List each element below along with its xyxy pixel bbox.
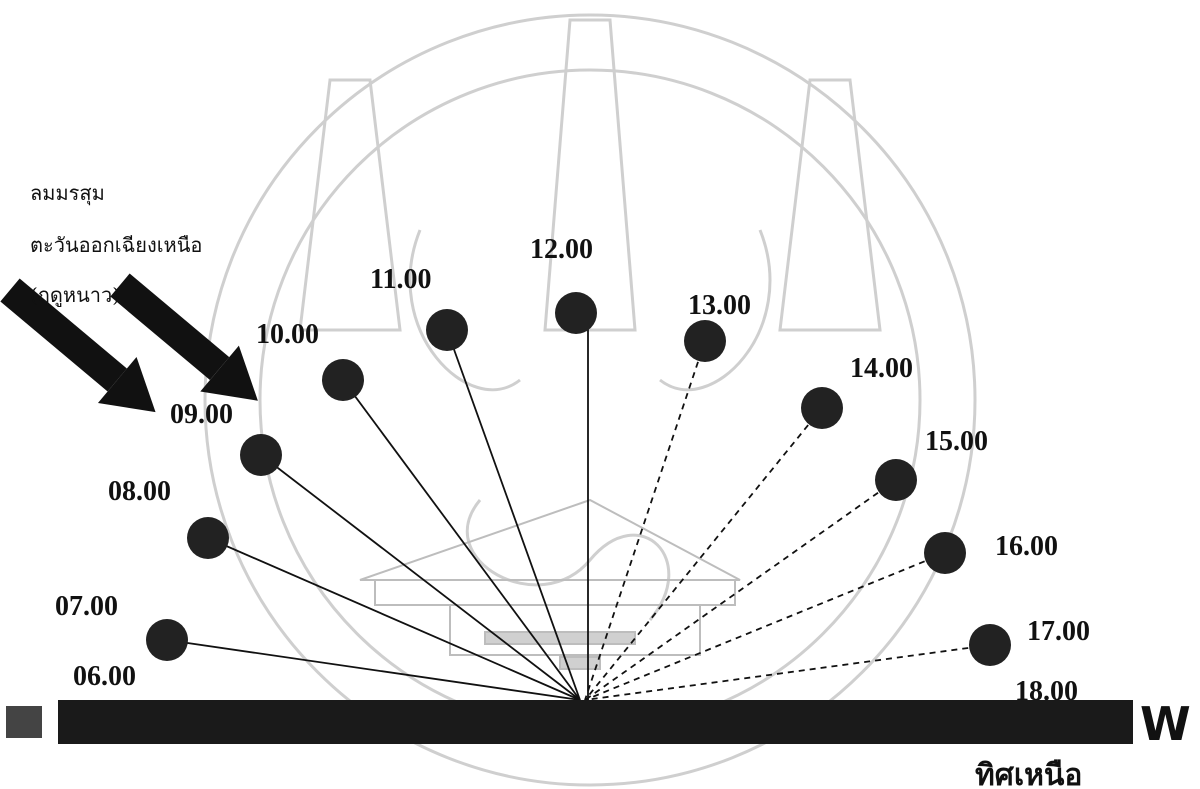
time-label-1600: 16.00: [995, 531, 1058, 562]
sun-1100: [426, 309, 468, 351]
time-label-1000: 10.00: [256, 319, 319, 350]
wind-note-line1: ลมมรสุม: [30, 181, 105, 206]
wind-arrow-icon: [110, 273, 258, 401]
ray-1600: [584, 552, 946, 701]
morning-rays: [166, 313, 589, 701]
time-label-1700: 17.00: [1027, 616, 1090, 647]
time-label-1500: 15.00: [925, 426, 988, 457]
time-label-0900: 09.00: [170, 399, 233, 430]
ray-1700: [584, 644, 991, 701]
sun-1200: [555, 292, 597, 334]
wind-arrow-icon: [0, 278, 156, 413]
wind-note-line3: (ฤดูหนาว): [30, 283, 120, 308]
afternoon-rays: [584, 340, 991, 701]
sun-1400: [801, 387, 843, 429]
ray-1500: [584, 479, 897, 701]
ray-1000: [342, 379, 581, 701]
sun-0700: [146, 619, 188, 661]
time-label-0700: 07.00: [55, 591, 118, 622]
west-label: W: [1140, 697, 1191, 751]
sun-1700: [969, 624, 1011, 666]
time-labels: 06.00 07.00 08.00 09.00 10.00 11.00 12.0…: [55, 234, 1090, 707]
time-label-1100: 11.00: [370, 264, 431, 295]
time-label-1300: 13.00: [688, 290, 751, 321]
wind-arrows: [0, 273, 258, 413]
time-label-1200: 12.00: [530, 234, 593, 265]
sun-0800: [187, 517, 229, 559]
sun-1300: [684, 320, 726, 362]
sun-1500: [875, 459, 917, 501]
sun-1600: [924, 532, 966, 574]
ray-0800: [207, 537, 581, 701]
sun-0900: [240, 434, 282, 476]
ray-1400: [584, 407, 823, 701]
ray-0700: [166, 639, 581, 701]
ray-1300: [584, 340, 706, 701]
ray-0900: [260, 454, 581, 701]
ground-marker: [6, 706, 42, 738]
sun-1000: [322, 359, 364, 401]
north-label: ทิศเหนือ: [975, 758, 1082, 789]
house-drawing: [359, 498, 741, 670]
ground-bar: [58, 700, 1133, 744]
time-label-0600: 06.00: [73, 661, 136, 692]
ray-1100: [446, 329, 581, 701]
time-label-1400: 14.00: [850, 353, 913, 384]
sun-positions: [146, 292, 1011, 666]
wind-note-line2: ตะวันออกเฉียงเหนือ: [30, 233, 202, 257]
time-label-0800: 08.00: [108, 476, 171, 507]
